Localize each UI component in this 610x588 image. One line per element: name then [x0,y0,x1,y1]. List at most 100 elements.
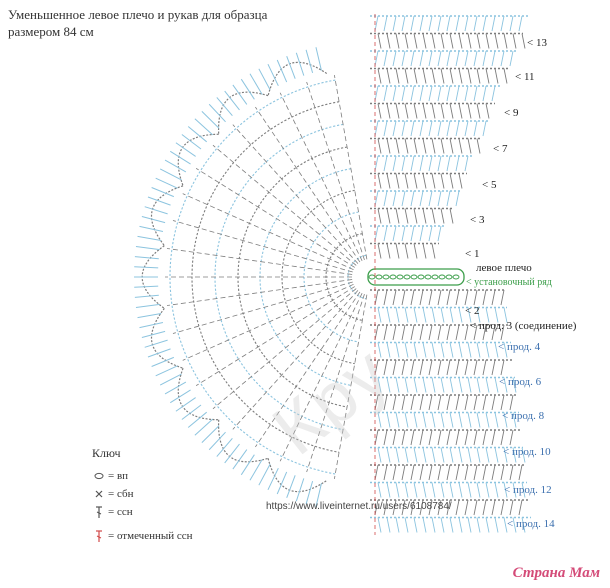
body-stitch [374,499,379,516]
body-stitch [413,103,418,119]
body-stitch [512,377,517,393]
body-stitch [446,85,451,102]
body-stitch [386,342,391,358]
body-stitch [467,307,472,323]
body-stitch [386,243,391,259]
body-stitch [437,359,442,376]
body-stitch [485,517,490,533]
body-stitch [455,324,460,341]
row-label-11: < 11 [515,71,535,83]
scallop-stitch [164,381,187,395]
body-stitch [473,464,478,481]
stitch-ray [172,220,353,273]
body-stitch [503,517,508,533]
body-stitch [473,15,478,32]
foundation-row [367,268,465,286]
body-stitch [377,103,382,119]
body-stitch [446,190,451,207]
body-stitch [413,68,418,84]
body-stitch [422,307,427,323]
body-stitch [455,15,460,32]
key-row-chain: = вп [92,469,193,483]
stitch-ray [166,279,353,306]
scallop-stitch [286,475,296,498]
body-stitch [491,499,496,516]
body-stitch [437,85,442,102]
stitch-ray [195,286,355,386]
key-title: Ключ [92,446,121,460]
body-stitch [491,359,496,376]
body-stitch [437,190,442,207]
scallop [267,61,328,96]
body-stitch [476,68,481,84]
body-stitch [491,50,496,67]
body-stitch [494,33,499,49]
body-stitch [491,324,496,341]
body-stitch [491,464,496,481]
body-stitch [410,15,415,32]
body-stitch [431,33,436,49]
body-stitch [428,464,433,481]
stitch-ray [172,281,353,334]
body-stitch [422,138,427,154]
body-stitch [458,33,463,49]
body-stitch [404,33,409,49]
key-legend: Ключ = вп = сбн = ссн = отмеченный ссн [92,446,193,547]
body-stitch [383,85,388,102]
body-stitch [500,289,505,306]
scallop-stitch [134,256,159,260]
key-row-dc: = ссн [92,505,193,519]
body-stitch [449,517,454,533]
stitch-ray [279,92,363,261]
scallop-stitch [135,303,160,309]
body-stitch [437,155,442,172]
body-stitch [440,103,445,119]
scallop-stitch [181,404,202,420]
body-stitch [485,307,490,323]
scallop-stitch [267,63,279,87]
body-stitch [464,85,469,102]
body-stitch [500,464,505,481]
body-stitch [404,68,409,84]
body-stitch [458,412,463,428]
body-stitch [383,499,388,516]
body-stitch [386,68,391,84]
body-stitch [449,208,454,224]
row-label-7: < 7 [493,143,508,155]
body-stitch [494,342,499,358]
body-stitch [386,173,391,189]
body-stitch [473,394,478,411]
body-stitch [455,394,460,411]
body-stitch [404,342,409,358]
body-stitch [392,225,397,242]
body-stitch [422,482,427,498]
body-stitch [473,289,478,306]
scallop-stitch [181,134,202,150]
body-stitch [392,289,397,306]
scallop-stitch [159,373,182,386]
foundation-row-label: < установочный ряд [466,277,552,288]
key-row-marked-dc: = отмеченный ссн [92,529,193,543]
body-stitch [374,324,379,341]
body-stitch [422,243,427,259]
body-stitch [395,138,400,154]
scallop [150,307,184,369]
body-stitch [413,173,418,189]
body-stitch [473,359,478,376]
body-stitch [431,243,436,259]
body-stitch [419,464,424,481]
body-stitch [512,33,517,49]
body-stitch [404,377,409,393]
body-stitch [509,499,514,516]
scallop-stitch [208,103,226,123]
scallop-stitch [232,449,248,470]
body-stitch [395,342,400,358]
body-stitch [422,33,427,49]
body-stitch [458,103,463,119]
body-stitch [428,324,433,341]
body-stitch [392,429,397,446]
body-stitch [509,429,514,446]
body-stitch [449,482,454,498]
scallop-stitch [151,187,175,198]
body-stitch [476,138,481,154]
